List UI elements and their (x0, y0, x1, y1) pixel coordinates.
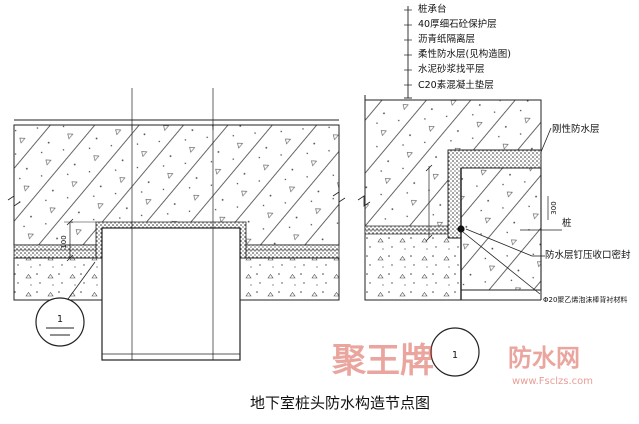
right-section-marker: 1 (430, 327, 480, 377)
right-dimension: 300 (425, 164, 558, 242)
callout-seal-text: 防水层钉压收口密封 (545, 249, 631, 261)
layer-label-2: 沥青纸隔离层 (418, 33, 475, 45)
drawing-title: 地下室桩头防水构造节点图 (250, 394, 430, 412)
left-break-marks (7, 191, 346, 207)
layer-label-stack: 桩承台 40厚细石砼保护层 沥青纸隔离层 柔性防水层(见构造图) 水泥砂浆找平层… (404, 3, 511, 99)
foam-rod (457, 225, 465, 233)
pile-body (101, 227, 241, 361)
left-section: 100 1 (7, 88, 346, 361)
right-pile (460, 167, 542, 291)
left-marker-number: 1 (57, 314, 63, 325)
right-layer-strip (364, 225, 462, 235)
watermark-url: www.Fsclzs.com (512, 376, 593, 387)
callout-rigid-text: 刚性防水层 (552, 123, 600, 135)
callout-pile: 桩 (520, 217, 572, 231)
layer-label-1: 40厚细石砼保护层 (418, 18, 497, 30)
left-dimension-text: 100 (60, 235, 68, 248)
right-section: 300 (357, 95, 558, 301)
layer-label-5: C20素混凝土垫层 (418, 79, 494, 91)
layer-ticks (404, 9, 412, 86)
layer-label-3: 柔性防水层(见构造图) (418, 48, 511, 60)
callout-rod-text: Φ20聚乙烯泡沫棒背衬材料 (543, 295, 627, 304)
callout-rod: Φ20聚乙烯泡沫棒背衬材料 (462, 231, 627, 304)
left-section-marker: 1 (35, 261, 96, 347)
dimension-left: 100 (60, 218, 96, 262)
right-dimension-text: 300 (550, 201, 558, 214)
watermark: 聚王牌 防水网 www.Fsclzs.com (331, 341, 593, 387)
layer-label-4: 水泥砂浆找平层 (418, 63, 485, 75)
layer-label-0: 桩承台 (418, 3, 447, 15)
watermark-brand: 聚王牌 (331, 341, 434, 381)
callout-seal: 防水层钉压收口密封 (465, 228, 631, 261)
right-cushion (364, 229, 462, 301)
right-marker-number: 1 (452, 350, 458, 361)
watermark-site: 防水网 (508, 344, 580, 372)
callout-rigid: 刚性防水层 (540, 123, 600, 153)
callout-pile-text: 桩 (562, 217, 572, 229)
right-break-marks (357, 195, 371, 207)
